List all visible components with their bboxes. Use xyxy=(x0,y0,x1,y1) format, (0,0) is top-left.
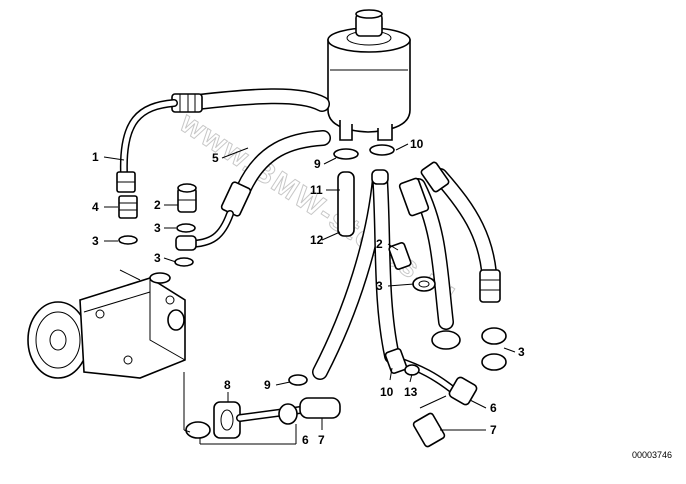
callout-10a: 10 xyxy=(410,137,424,151)
hose-clamps-top xyxy=(333,144,395,160)
callout-10b: 10 xyxy=(380,385,394,399)
return-hose-upper xyxy=(171,88,330,113)
callout-12: 12 xyxy=(310,233,324,247)
callout-6b: 6 xyxy=(490,401,497,415)
callout-9a: 9 xyxy=(314,157,321,171)
callout-7a: 7 xyxy=(318,433,325,447)
leader-lines xyxy=(103,143,516,445)
callout-2a: 2 xyxy=(154,198,161,212)
callout-6a: 6 xyxy=(302,433,309,447)
reference-number: 00003746 xyxy=(632,450,672,460)
callout-3d: 3 xyxy=(376,279,383,293)
callout-3a: 3 xyxy=(92,234,99,248)
pipe-11 xyxy=(337,169,389,237)
callout-4: 4 xyxy=(92,200,99,214)
callout-3e: 3 xyxy=(518,345,525,359)
callout-9b: 9 xyxy=(264,378,271,392)
power-steering-pump xyxy=(27,272,186,379)
callout-3b: 3 xyxy=(154,221,161,235)
callout-13: 13 xyxy=(404,385,418,399)
pressure-pipe-1 xyxy=(116,99,178,193)
callout-2b: 2 xyxy=(376,237,383,251)
lower-fittings xyxy=(185,364,447,448)
callout-7b: 7 xyxy=(490,423,497,437)
high-pressure-hoses xyxy=(398,161,501,330)
lower-pipe-13 xyxy=(384,347,478,406)
callout-3c: 3 xyxy=(154,251,161,265)
banjo-bolt-2-left xyxy=(174,183,197,267)
callout-1: 1 xyxy=(92,150,99,164)
callout-8: 8 xyxy=(224,378,231,392)
callout-11: 11 xyxy=(310,183,323,197)
banjo-bolt-2-right xyxy=(388,242,507,371)
callout-5: 5 xyxy=(212,151,219,165)
suction-hose-12 xyxy=(312,170,400,380)
oil-reservoir xyxy=(327,9,411,141)
union-fitting-4 xyxy=(118,195,138,245)
